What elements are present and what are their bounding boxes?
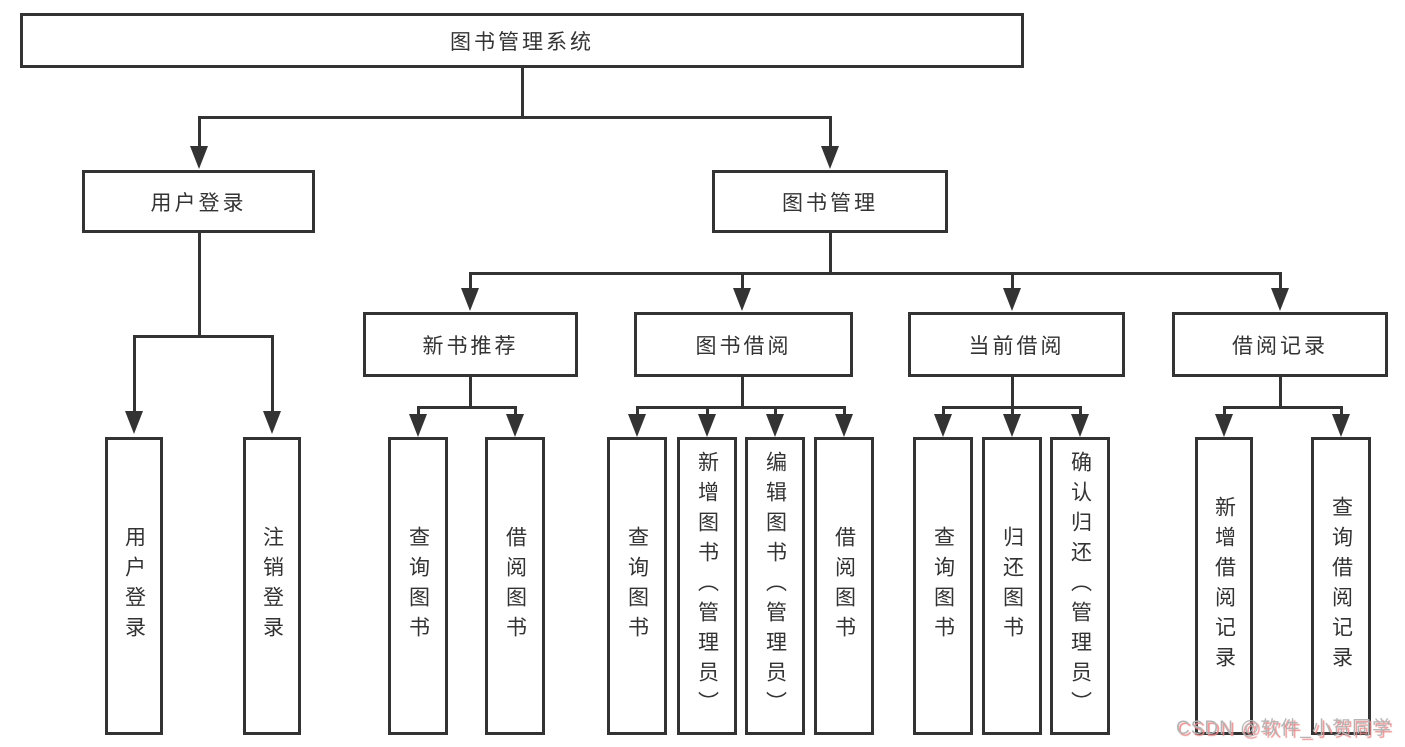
connector-root-drop	[521, 68, 524, 117]
connector-book-mgmt-drop	[829, 233, 832, 274]
arrow-down-icon	[461, 288, 479, 311]
leaf-return-book: 归还图书	[982, 437, 1042, 735]
connector-user-login-drop	[198, 233, 201, 336]
node-library-system: 图书管理系统	[20, 13, 1024, 68]
connector-leaf-shaft	[271, 335, 274, 412]
connector-book-mgmt-shaft	[829, 116, 832, 149]
arrow-down-icon	[835, 414, 853, 437]
connector-leaf-shaft	[706, 406, 709, 417]
arrow-down-icon	[934, 414, 952, 437]
arrow-down-icon	[1332, 414, 1350, 437]
leaf-logout: 注销登录	[243, 437, 301, 735]
leaf-borrow-book-newbook: 借阅图书	[485, 437, 545, 735]
connector-leaf-shaft	[843, 406, 846, 417]
leaf-query-book-borrow: 查询图书	[607, 437, 667, 735]
csdn-watermark: CSDN @软件_小贺同学	[1176, 718, 1392, 739]
arrow-down-icon	[733, 288, 751, 311]
arrow-down-icon	[1071, 414, 1089, 437]
connector-level3-shaft	[469, 272, 472, 290]
arrow-down-icon	[1271, 288, 1289, 311]
node-user-login: 用户登录	[82, 170, 315, 233]
connector-leaf-shaft	[942, 406, 945, 417]
leaf-confirm-return-admin: 确认归还（管理员）	[1050, 437, 1110, 735]
arrow-down-icon	[766, 414, 784, 437]
connector-level2-bar	[198, 116, 832, 119]
arrow-down-icon	[263, 411, 281, 434]
connector-leaf-shaft	[1340, 406, 1343, 417]
leaf-add-book-admin: 新增图书（管理员）	[677, 437, 737, 735]
connector-group-bar	[417, 406, 517, 409]
arrow-down-icon	[628, 414, 646, 437]
connector-level3-bar	[469, 272, 1282, 275]
node-book-borrow: 图书借阅	[634, 312, 853, 377]
leaf-query-book-newbook: 查询图书	[388, 437, 448, 735]
connector-level3-shaft	[741, 272, 744, 290]
connector-leaf-shaft	[417, 406, 420, 417]
arrow-down-icon	[409, 414, 427, 437]
connector-leaf-shaft	[514, 406, 517, 417]
connector-group-bar	[636, 406, 846, 409]
node-book-management: 图书管理	[712, 170, 948, 233]
arrow-down-icon	[698, 414, 716, 437]
connector-leaf-shaft	[774, 406, 777, 417]
node-borrow-records: 借阅记录	[1172, 312, 1388, 377]
arrow-down-icon	[506, 414, 524, 437]
connector-leaf-shaft	[133, 335, 136, 412]
connector-user-login-shaft	[198, 116, 201, 149]
arrow-down-icon	[821, 146, 839, 169]
arrow-down-icon	[190, 146, 208, 169]
leaf-borrow-book: 借阅图书	[814, 437, 874, 735]
leaf-query-borrow-record: 查询借阅记录	[1311, 437, 1371, 735]
connector-group-drop	[469, 377, 472, 409]
leaf-edit-book-admin: 编辑图书（管理员）	[745, 437, 805, 735]
arrow-down-icon	[1215, 414, 1233, 437]
arrow-down-icon	[125, 411, 143, 434]
leaf-user-login: 用户登录	[105, 437, 163, 735]
connector-leaf-shaft	[1011, 406, 1014, 417]
leaf-query-book-current: 查询图书	[913, 437, 973, 735]
connector-leaf-shaft	[1079, 406, 1082, 417]
connector-group-bar	[1223, 406, 1343, 409]
connector-group-drop	[741, 377, 744, 409]
connector-leaf-shaft	[1223, 406, 1226, 417]
connector-level3-shaft	[1279, 272, 1282, 290]
leaf-add-borrow-record: 新增借阅记录	[1195, 437, 1253, 735]
node-new-book-recommend: 新书推荐	[363, 312, 578, 377]
connector-group-drop	[1279, 377, 1282, 409]
node-current-borrow: 当前借阅	[908, 312, 1125, 377]
connector-leaf-shaft	[636, 406, 639, 417]
connector-level3-shaft	[1011, 272, 1014, 290]
connector-group-drop	[1011, 377, 1014, 409]
connector-user-login-bar	[133, 335, 274, 338]
arrow-down-icon	[1003, 288, 1021, 311]
arrow-down-icon	[1003, 414, 1021, 437]
